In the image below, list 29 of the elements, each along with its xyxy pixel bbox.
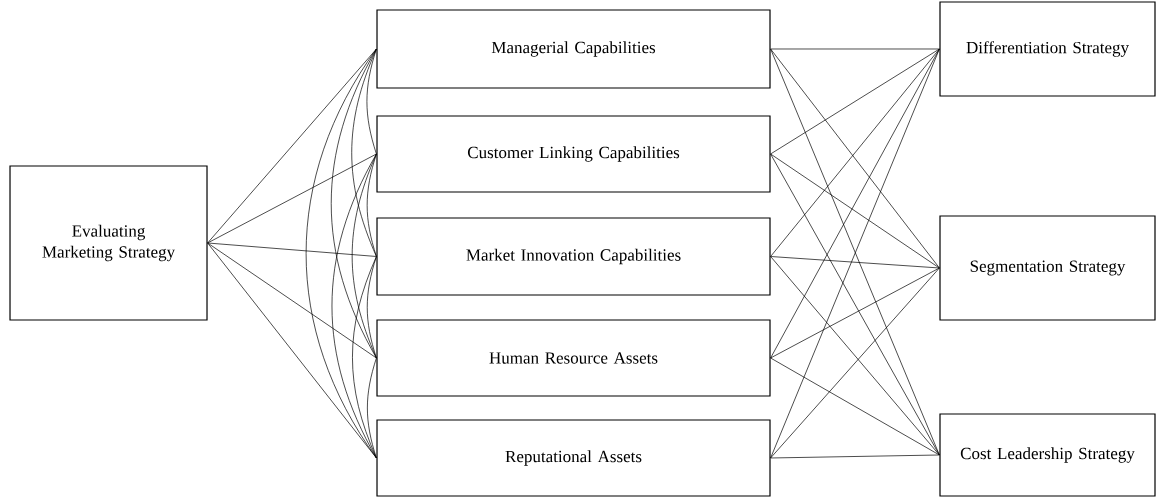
connector-line — [770, 357, 940, 456]
connector-line — [366, 48, 377, 155]
capability-box: Managerial Capabilities — [376, 9, 771, 89]
connector-line — [331, 153, 377, 459]
strategy-box: Cost Leadership Strategy — [939, 413, 1156, 497]
strategy-box: Evaluating Marketing Strategy — [9, 165, 208, 321]
connector-line — [366, 153, 377, 257]
strategy-box: Segmentation Strategy — [939, 215, 1156, 321]
connector-line — [352, 256, 377, 459]
capability-box: Reputational Assets — [376, 419, 771, 497]
strategy-box: Differentiation Strategy — [939, 1, 1156, 97]
connector-line — [770, 48, 940, 359]
connector-line — [770, 454, 940, 459]
connector-line — [330, 48, 377, 359]
connector-line — [770, 256, 940, 269]
connector-line — [770, 48, 940, 155]
connector-line — [207, 153, 377, 244]
connector-line — [207, 242, 377, 459]
connector-line — [770, 267, 940, 359]
connector-line — [207, 242, 377, 257]
capability-box: Customer Linking Capabilities — [376, 115, 771, 193]
connector-line — [770, 153, 940, 269]
capability-box: Market Innovation Capabilities — [376, 217, 771, 296]
connector-line — [770, 153, 940, 456]
connector-line — [207, 48, 377, 244]
connector-line — [770, 48, 940, 50]
connector-line — [367, 357, 377, 459]
connector-line — [207, 242, 377, 359]
capability-box: Human Resource Assets — [376, 319, 771, 397]
